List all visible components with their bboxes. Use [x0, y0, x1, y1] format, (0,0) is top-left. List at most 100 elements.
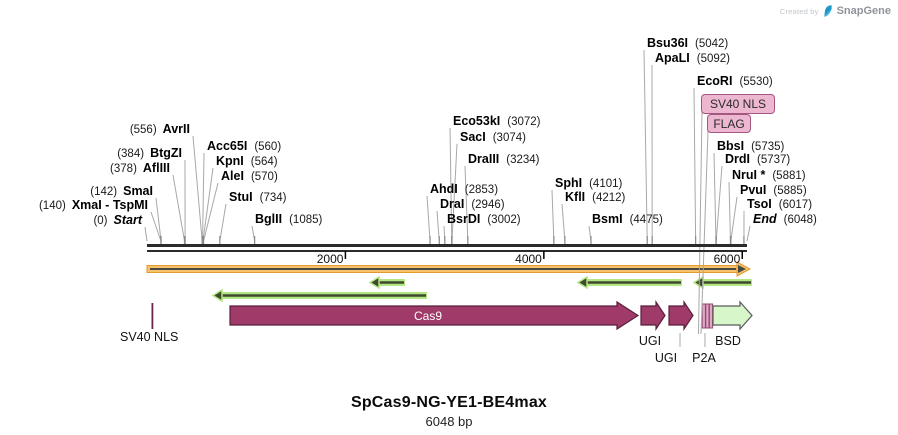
ugi-label-1: UGI: [638, 334, 662, 348]
enzyme-label-pvui[interactable]: PvuI (5885): [740, 183, 807, 198]
enzyme-name: AflIII: [142, 161, 170, 175]
enzyme-label-ahdi[interactable]: AhdI(2853): [430, 182, 498, 197]
enzyme-label-bsrdi[interactable]: BsrDI(3002): [447, 212, 521, 227]
enzyme-label-start[interactable]: (0) Start: [93, 213, 142, 228]
enzyme-label-drdi[interactable]: DrdI (5737): [725, 152, 790, 167]
enzyme-site-tick: [202, 236, 205, 245]
bsd-label: BSD: [715, 334, 741, 348]
enzyme-position: (1085): [289, 214, 323, 226]
cas9-arrow[interactable]: [229, 300, 640, 331]
flag-box-leader-line: [700, 130, 709, 335]
plasmid-length: 6048 bp: [425, 414, 473, 429]
enzyme-name: BtgZI: [150, 146, 182, 160]
enzyme-leader-line: [150, 211, 162, 242]
enzyme-position: (570): [250, 171, 278, 183]
snapgene-credit: Created by SnapGene: [780, 4, 891, 18]
flag-label-box[interactable]: FLAG: [707, 114, 751, 133]
enzyme-label-btgzi[interactable]: (384)BtgZI: [117, 146, 182, 161]
plasmid-title: SpCas9-NG-YE1-BE4max: [350, 394, 548, 411]
enzyme-label-draiii[interactable]: DraIII(3234): [468, 152, 540, 167]
sv40-nls-feature-tick[interactable]: [151, 303, 154, 329]
orf-arrowhead-icon: [368, 275, 380, 290]
enzyme-site-tick: [695, 236, 697, 245]
enzyme-label-end[interactable]: End(6048): [753, 212, 817, 227]
enzyme-label-bsu36i[interactable]: Bsu36I(5042): [647, 36, 728, 51]
enzyme-label-bglii[interactable]: BglII(1085): [255, 212, 322, 227]
enzyme-leader-line: [715, 165, 723, 242]
orf-arrowhead-icon: [692, 275, 704, 290]
enzyme-name: SphI: [555, 176, 583, 190]
enzyme-leader-line: [203, 182, 219, 242]
enzyme-label-stui[interactable]: StuI(734): [229, 190, 286, 205]
ruler-tick-label: 2000: [316, 252, 344, 266]
enzyme-position: (5885): [773, 185, 807, 197]
enzyme-site-tick: [590, 236, 592, 245]
enzyme-label-acc65i[interactable]: Acc65I(560): [207, 139, 281, 154]
enzyme-label-eco53ki[interactable]: Eco53kI(3072): [453, 114, 541, 129]
enzyme-leader-line: [713, 152, 717, 242]
enzyme-label-apali[interactable]: ApaLI(5092): [655, 51, 730, 66]
enzyme-position: (2946): [471, 199, 505, 211]
enzyme-leader-line: [202, 167, 214, 242]
enzyme-position: (560): [254, 141, 282, 153]
enzyme-site-tick: [467, 236, 469, 245]
enzyme-label-smai[interactable]: (142)SmaI: [90, 184, 153, 199]
enzyme-label-saci[interactable]: SacI(3074): [460, 130, 526, 145]
enzyme-site-tick: [254, 236, 256, 245]
flag-feature-bar[interactable]: [705, 303, 710, 329]
enzyme-name: SacI: [460, 130, 486, 144]
enzyme-position: (142): [90, 186, 118, 198]
ruler-tick-label: 4000: [515, 252, 542, 266]
credit-brand: SnapGene: [836, 5, 891, 17]
enzyme-label-avrii[interactable]: (556)AvrII: [130, 122, 190, 137]
enzyme-label-bbsi[interactable]: BbsI(5735): [717, 139, 784, 154]
frame-arrow-line: [150, 268, 736, 270]
ugi-label-2: UGI: [654, 351, 678, 365]
sv40-nls-label: SV40 NLS: [120, 330, 179, 344]
enzyme-label-kpni[interactable]: KpnI(564): [216, 154, 278, 169]
enzyme-site-tick: [553, 236, 555, 245]
enzyme-name: Start: [113, 213, 142, 227]
enzyme-label-tsoi[interactable]: TsoI(6017): [747, 197, 812, 212]
enzyme-position: (0): [93, 215, 108, 227]
bsd-arrow[interactable]: [712, 300, 753, 331]
enzyme-leader-line: [202, 152, 205, 242]
enzyme-name: PvuI: [740, 183, 767, 197]
enzyme-name: XmaI - TspMI: [71, 198, 148, 212]
enzyme-label-nrui[interactable]: NruI *(5881): [732, 168, 806, 183]
p2a-feature-bar[interactable]: [708, 303, 714, 329]
enzyme-label-kfli[interactable]: KflI(4212): [565, 190, 625, 205]
enzyme-site-tick: [160, 236, 162, 245]
enzyme-leader-line: [449, 127, 453, 242]
enzyme-label-sphi[interactable]: SphI (4101): [555, 176, 622, 191]
enzyme-name: Bsu36I: [647, 36, 688, 50]
sequence-line: [147, 244, 747, 247]
enzyme-name: StuI: [229, 190, 253, 204]
sv40-nls-feature-bar[interactable]: [701, 303, 706, 329]
enzyme-label-xmaitspmi[interactable]: (140)XmaI - TspMI: [39, 198, 148, 213]
enzyme-site-tick: [651, 236, 653, 245]
enzyme-site-tick: [646, 236, 648, 245]
enzyme-label-drai[interactable]: DraI(2946): [440, 197, 505, 212]
enzyme-position: (5737): [757, 154, 791, 166]
enzyme-label-alei[interactable]: AleI(570): [221, 169, 278, 184]
enzyme-position: (4101): [589, 178, 623, 190]
enzyme-name: DrdI: [725, 152, 750, 166]
enzyme-site-tick: [743, 236, 745, 245]
enzyme-label-afliii[interactable]: (378)AflIII: [110, 161, 170, 176]
enzyme-label-bsmi[interactable]: BsmI(4475): [592, 212, 663, 227]
enzyme-label-ecori[interactable]: EcoRI(5530): [697, 74, 773, 89]
ugi-arrow-2[interactable]: [668, 300, 694, 331]
enzyme-name: KflI: [565, 190, 586, 204]
enzyme-position: (3072): [507, 116, 541, 128]
enzyme-position: (3234): [506, 154, 540, 166]
enzyme-leader-line: [643, 49, 648, 242]
enzyme-name: BsmI: [592, 212, 623, 226]
ugi-arrow-1[interactable]: [640, 300, 666, 331]
enzyme-site-tick: [730, 236, 732, 245]
enzyme-leader-line: [728, 181, 731, 242]
sv40-nls-label-box[interactable]: SV40 NLS: [701, 94, 775, 114]
enzyme-leader-line: [144, 226, 148, 242]
